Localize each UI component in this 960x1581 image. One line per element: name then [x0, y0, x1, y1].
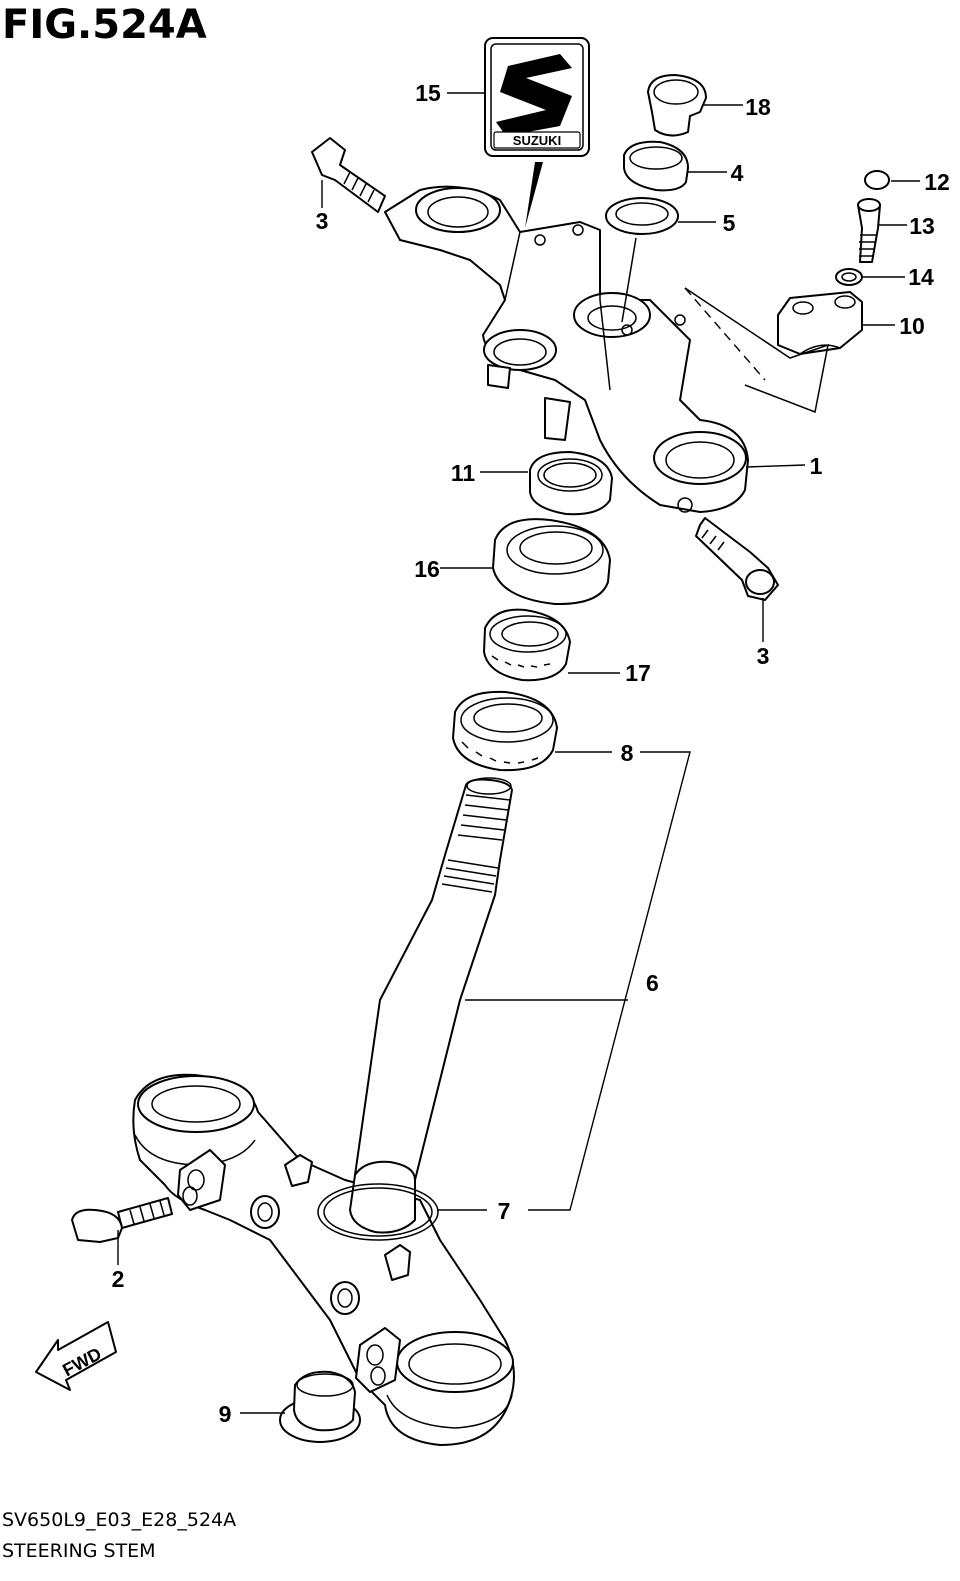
handlebar-holder — [777, 291, 863, 355]
callout-11: 15 — [415, 80, 441, 106]
callout-3-upper: 3 — [316, 208, 329, 234]
nut-18 — [647, 74, 707, 137]
bolt-3-lower — [695, 517, 779, 601]
callout-16: 16 — [414, 556, 440, 582]
washer-5 — [605, 197, 679, 235]
holder-dashed-line — [684, 287, 766, 381]
fwd-arrow-icon: FWD — [35, 1321, 117, 1391]
figure-code: SV650L9_E03_E28_524A — [2, 1509, 236, 1531]
bolt-2 — [71, 1197, 173, 1243]
stem-axis-line — [621, 237, 637, 323]
callout-13: 13 — [909, 213, 935, 239]
bolt-3-upper — [311, 137, 386, 213]
steering-stem — [354, 777, 513, 1181]
bearing-8 — [452, 690, 558, 772]
dust-seal-16 — [492, 518, 611, 606]
washer-12 — [835, 268, 863, 286]
callout-18: 18 — [745, 94, 771, 120]
ring-4 — [623, 140, 689, 192]
callout-2: 2 — [112, 1266, 125, 1292]
bearing-17 — [483, 608, 571, 682]
cap-9 — [279, 1370, 361, 1443]
callout-10: 10 — [899, 313, 925, 339]
callout-14: 12 — [924, 169, 950, 195]
upper-bracket — [384, 185, 749, 513]
cap-14 — [864, 170, 890, 190]
callout-3-lower: 3 — [757, 643, 770, 669]
figure-name: STEERING STEM — [2, 1540, 156, 1562]
callout-12: 14 — [908, 264, 934, 290]
callout-5: 5 — [723, 210, 736, 236]
callout-7: 7 — [498, 1198, 511, 1224]
holder-position-line — [684, 287, 829, 414]
nut-15 — [529, 451, 613, 516]
dust-seal-7 — [317, 1183, 439, 1241]
callout-6: 6 — [646, 970, 659, 996]
lower-bracket — [132, 1073, 515, 1446]
callout-9: 9 — [219, 1401, 232, 1427]
callout-15: 11 — [451, 460, 476, 486]
callout-4: 4 — [731, 160, 744, 186]
suzuki-emblem: SUZUKI — [484, 37, 590, 228]
callout-1: 1 — [810, 453, 823, 479]
logo-text: SUZUKI — [513, 133, 561, 148]
figure-title: FIG.524A — [2, 2, 207, 48]
bolt-13 — [857, 198, 881, 263]
callouts: 15 18 4 5 12 13 14 10 3 1 11 16 3 17 8 6… — [112, 80, 950, 1427]
callout-17: 17 — [625, 660, 651, 686]
leader-lines — [117, 92, 920, 1414]
callout-8: 8 — [621, 740, 634, 766]
